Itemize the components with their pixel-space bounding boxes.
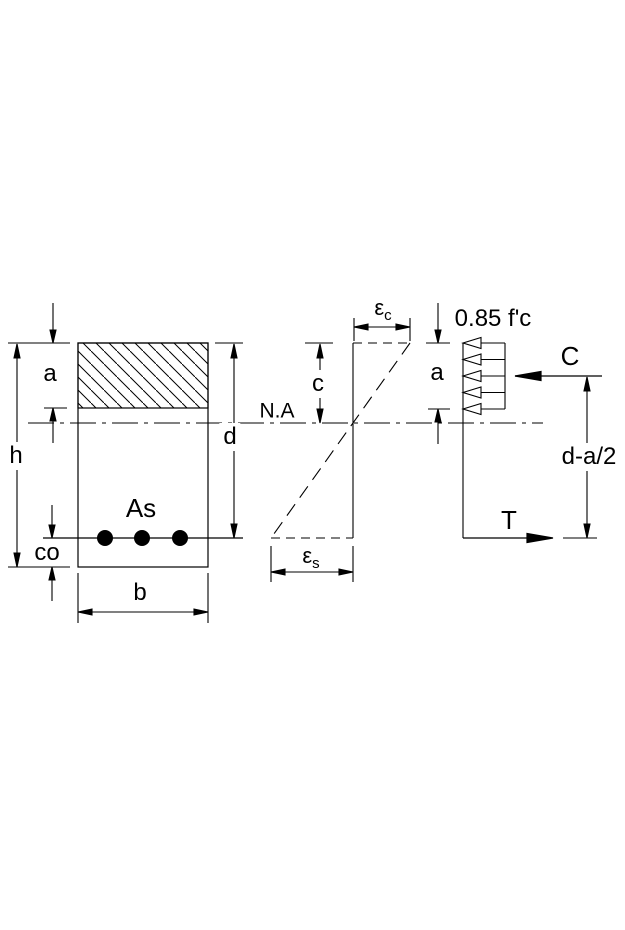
strain-diagram [270, 342, 411, 539]
open-arrow-left-icon [461, 353, 482, 366]
arrow-up-icon [13, 343, 21, 359]
strain-profile-line [270, 342, 411, 539]
arrow-left-icon [514, 370, 542, 382]
arrow-right-icon [338, 568, 354, 576]
stress-block-arrows [461, 336, 505, 416]
steel-area-label: As [125, 493, 157, 523]
lever-arm-label: d-a/2 [557, 443, 621, 471]
arrow-down-icon [230, 523, 238, 539]
rebar-dot [97, 530, 113, 546]
beam-a-label: a [43, 360, 57, 387]
arrow-right-icon [193, 608, 209, 616]
beam-b-label: b [133, 579, 147, 606]
stress-a-label: a [430, 359, 444, 386]
epsilon-s-dimension [270, 546, 354, 582]
arrow-up-icon [316, 343, 324, 359]
open-arrow-left-icon [461, 402, 482, 416]
arrow-left-icon [353, 323, 369, 331]
strain-c-label: c [308, 370, 328, 398]
beam-d-label: d [219, 423, 241, 451]
b-dimension [77, 573, 209, 623]
epsilon-subscript: c [384, 307, 392, 324]
arrow-up-icon [49, 407, 57, 422]
a-dimension-beam [44, 303, 67, 443]
open-arrow-left-icon [461, 386, 482, 399]
compression-block-hatch [77, 342, 209, 409]
arrow-down-icon [583, 523, 591, 539]
rebar-bars [97, 530, 188, 546]
arrow-down-icon [434, 329, 442, 344]
concrete-strain-label: εc [374, 295, 392, 324]
open-arrow-left-icon [461, 369, 482, 383]
stress-diagram [461, 336, 506, 538]
epsilon-subscript: s [312, 555, 320, 572]
co-dimension [48, 505, 56, 601]
stress-magnitude-label: 0.85 f'c [454, 305, 532, 332]
arrow-left-icon [270, 568, 286, 576]
rebar-dot [172, 530, 188, 546]
beam-h-label: h [5, 442, 27, 470]
epsilon-symbol: ε [374, 295, 385, 320]
steel-strain-label: εs [302, 543, 320, 572]
arrow-right-icon [395, 323, 411, 331]
rebar-dot [134, 530, 150, 546]
arrow-down-icon [13, 552, 21, 568]
arrow-up-icon [48, 566, 56, 581]
arrow-right-icon [526, 532, 554, 544]
tension-force-label: T [501, 505, 517, 535]
beam-co-label: co [34, 539, 60, 566]
arrow-up-icon [230, 343, 238, 359]
epsilon-c-dimension [353, 318, 411, 341]
compression-force-label: C [560, 341, 580, 371]
arrow-up-icon [583, 376, 591, 392]
a-dimension-stress [426, 303, 450, 444]
compression-force-arrow [514, 370, 602, 382]
neutral-axis-label: N.A [259, 399, 295, 423]
beam-cross-section [43, 342, 243, 568]
open-arrow-left-icon [461, 336, 482, 350]
epsilon-symbol: ε [302, 543, 313, 568]
arrow-up-icon [434, 408, 442, 423]
arrow-down-icon [48, 524, 56, 539]
arrow-left-icon [77, 608, 93, 616]
arrow-down-icon [49, 329, 57, 344]
arrow-down-icon [316, 408, 324, 424]
tension-force-arrow [463, 532, 554, 544]
